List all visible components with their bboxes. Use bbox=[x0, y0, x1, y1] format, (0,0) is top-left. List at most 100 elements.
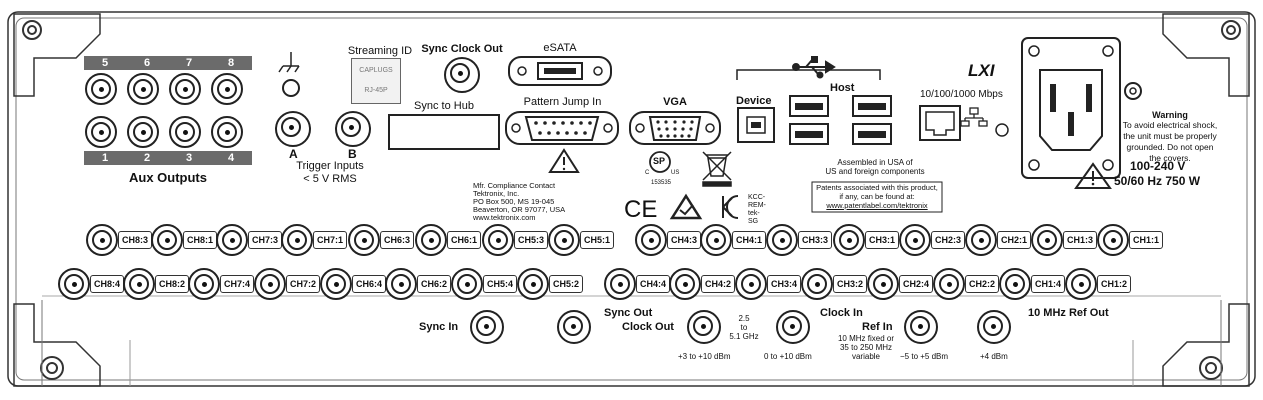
channel-connector[interactable] bbox=[254, 268, 286, 300]
channel-connector[interactable] bbox=[965, 224, 997, 256]
aux-output-5[interactable] bbox=[85, 73, 117, 105]
csa-c: C bbox=[645, 170, 650, 176]
channel-connector[interactable] bbox=[867, 268, 899, 300]
channel-connector[interactable] bbox=[669, 268, 701, 300]
patents-text: Patents associated with this product, bbox=[816, 183, 938, 192]
lxi-logo: LXI bbox=[968, 61, 995, 80]
patents-text: if any, can be found at: bbox=[839, 192, 915, 201]
aux-output-4[interactable] bbox=[211, 116, 243, 148]
channel-label: CH6:1 bbox=[447, 231, 482, 249]
compliance-text: Beaverton, OR 97077, USA bbox=[473, 205, 566, 214]
channel-label: CH6:4 bbox=[352, 275, 387, 293]
aux-number: 8 bbox=[227, 57, 235, 69]
channel-label: CH4:1 bbox=[732, 231, 767, 249]
channel-connector[interactable] bbox=[899, 224, 931, 256]
ground-screw bbox=[1124, 82, 1142, 100]
channel-label: CH4:3 bbox=[667, 231, 702, 249]
clock-in-port[interactable] bbox=[776, 310, 810, 344]
channel-label: CH1:2 bbox=[1097, 275, 1132, 293]
usb-device-label: Device bbox=[736, 95, 772, 107]
aux-number: 2 bbox=[143, 152, 151, 164]
channel-connector[interactable] bbox=[766, 224, 798, 256]
channel-connector[interactable] bbox=[635, 224, 667, 256]
channel-connector[interactable] bbox=[1097, 224, 1129, 256]
channel-connector[interactable] bbox=[517, 268, 549, 300]
plug-text: RJ-45P bbox=[364, 87, 388, 94]
aux-number: 3 bbox=[185, 152, 193, 164]
channel-connector[interactable] bbox=[451, 268, 483, 300]
channel-connector[interactable] bbox=[933, 268, 965, 300]
esata-connector bbox=[508, 56, 612, 86]
vga-label: VGA bbox=[663, 96, 687, 108]
streaming-id-title: Streaming ID bbox=[347, 45, 413, 57]
csa-mark-icon bbox=[649, 151, 671, 173]
channel-connector[interactable] bbox=[604, 268, 636, 300]
channel-connector[interactable] bbox=[385, 268, 417, 300]
channel-label: CH3:2 bbox=[833, 275, 868, 293]
lan-reset-hole bbox=[995, 123, 1009, 137]
channel-connector[interactable] bbox=[58, 268, 90, 300]
streaming-id-port[interactable]: CAPLUGS RJ-45P bbox=[351, 58, 401, 104]
trigger-input-b[interactable] bbox=[335, 111, 371, 147]
channel-connector[interactable] bbox=[999, 268, 1031, 300]
clock-out-label: Clock Out bbox=[622, 321, 674, 333]
aux-output-7[interactable] bbox=[169, 73, 201, 105]
aux-output-8[interactable] bbox=[211, 73, 243, 105]
channel-connector[interactable] bbox=[833, 224, 865, 256]
aux-number: 4 bbox=[227, 152, 235, 164]
sync-clock-out-port[interactable] bbox=[444, 57, 480, 93]
channel-connector[interactable] bbox=[348, 224, 380, 256]
channel-connector[interactable] bbox=[281, 224, 313, 256]
sync-out-port[interactable] bbox=[557, 310, 591, 344]
sync-to-hub-port bbox=[388, 114, 500, 150]
clock-out-port[interactable] bbox=[687, 310, 721, 344]
lan-port bbox=[919, 105, 961, 141]
channel-label: CH5:4 bbox=[483, 275, 518, 293]
ref-in-label: Ref In bbox=[862, 321, 893, 333]
aux-output-6[interactable] bbox=[127, 73, 159, 105]
channel-connector[interactable] bbox=[415, 224, 447, 256]
channel-label: CH8:4 bbox=[90, 275, 125, 293]
ce-mark: CE bbox=[624, 196, 658, 223]
channel-connector[interactable] bbox=[188, 268, 220, 300]
aux-number: 5 bbox=[101, 57, 109, 69]
lan-speed-label: 10/100/1000 Mbps bbox=[920, 89, 1003, 100]
channel-label: CH7:3 bbox=[248, 231, 283, 249]
channel-label: CH4:2 bbox=[701, 275, 736, 293]
channel-connector[interactable] bbox=[801, 268, 833, 300]
warning-text: the unit must be properly bbox=[1123, 131, 1217, 141]
channel-connector[interactable] bbox=[86, 224, 118, 256]
channel-label: CH4:4 bbox=[636, 275, 671, 293]
aux-output-2[interactable] bbox=[127, 116, 159, 148]
sync-in-port[interactable] bbox=[470, 310, 504, 344]
kcc-text: SG bbox=[748, 218, 759, 225]
clock-freq-text: 5.1 GHz bbox=[729, 332, 759, 341]
ref-in-range: −5 to +5 dBm bbox=[900, 352, 949, 361]
ref-in-port[interactable] bbox=[904, 310, 938, 344]
ref-out-port[interactable] bbox=[977, 310, 1011, 344]
channel-connector[interactable] bbox=[548, 224, 580, 256]
trigger-voltage-label: < 5 V RMS bbox=[303, 173, 357, 185]
channel-connector[interactable] bbox=[1031, 224, 1063, 256]
clock-freq-text: 2.5 bbox=[738, 314, 750, 323]
channel-connector[interactable] bbox=[700, 224, 732, 256]
channel-connector[interactable] bbox=[216, 224, 248, 256]
caution-icon bbox=[548, 148, 580, 173]
channel-label: CH6:3 bbox=[380, 231, 415, 249]
warning-title: Warning bbox=[1152, 110, 1188, 120]
ref-out-range: +4 dBm bbox=[980, 352, 1008, 361]
channel-label: CH1:3 bbox=[1063, 231, 1098, 249]
channel-connector[interactable] bbox=[482, 224, 514, 256]
channel-label: CH6:2 bbox=[417, 275, 452, 293]
trigger-input-a[interactable] bbox=[275, 111, 311, 147]
channel-connector[interactable] bbox=[1065, 268, 1097, 300]
aux-output-1[interactable] bbox=[85, 116, 117, 148]
channel-connector[interactable] bbox=[123, 268, 155, 300]
aux-output-3[interactable] bbox=[169, 116, 201, 148]
channel-connector[interactable] bbox=[151, 224, 183, 256]
power-freq: 50/60 Hz 750 W bbox=[1114, 174, 1201, 188]
channel-connector[interactable] bbox=[735, 268, 767, 300]
channel-connector[interactable] bbox=[320, 268, 352, 300]
clock-freq-text: to bbox=[740, 323, 748, 332]
